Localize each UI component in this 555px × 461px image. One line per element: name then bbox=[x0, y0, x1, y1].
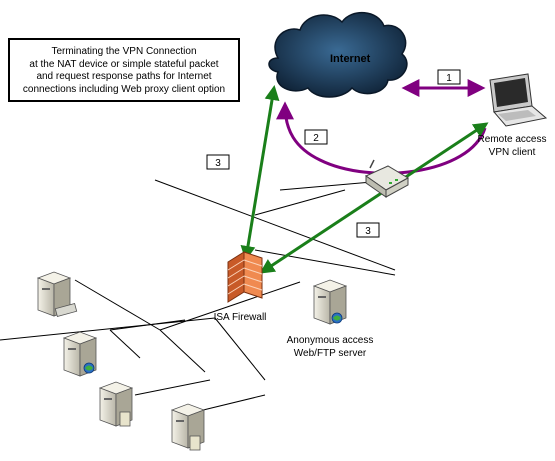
path-3-left-arrow bbox=[240, 85, 280, 261]
web-server-icon bbox=[312, 279, 348, 325]
description-line-1: Terminating the VPN Connection bbox=[51, 46, 197, 57]
svg-text:2: 2 bbox=[313, 133, 319, 144]
path-marker-2: 2 bbox=[304, 129, 328, 145]
internet-cloud: Internet bbox=[268, 12, 408, 98]
web-server-label-line2: Web/FTP server bbox=[294, 348, 367, 359]
remote-client-label-line2: VPN client bbox=[489, 147, 536, 158]
firewall-icon bbox=[227, 251, 263, 303]
path-marker-3-left: 3 bbox=[206, 154, 230, 170]
internal-server-3-icon bbox=[98, 381, 134, 427]
laptop-icon bbox=[489, 73, 548, 127]
path-marker-3-right: 3 bbox=[356, 222, 380, 238]
internal-server-2-icon bbox=[62, 331, 98, 377]
svg-text:3: 3 bbox=[365, 226, 371, 237]
path-3-right-arrow bbox=[259, 122, 489, 274]
path-marker-1: 1 bbox=[437, 69, 461, 85]
green-paths bbox=[240, 85, 489, 274]
web-server-label-line1: Anonymous access bbox=[287, 335, 374, 346]
description-line-4: connections including Web proxy client o… bbox=[22, 83, 226, 95]
description-box: Terminating the VPN Connection at the NA… bbox=[8, 38, 240, 102]
internet-label: Internet bbox=[330, 53, 371, 65]
remote-client-label-line1: Remote access bbox=[478, 134, 547, 145]
description-line-2: at the NAT device or simple stateful pac… bbox=[29, 58, 219, 70]
internal-server-4-icon bbox=[170, 403, 206, 451]
internal-server-1-icon bbox=[36, 271, 78, 317]
svg-text:1: 1 bbox=[446, 73, 452, 84]
isa-firewall-label: ISA Firewall bbox=[214, 312, 267, 323]
svg-text:3: 3 bbox=[215, 158, 221, 169]
description-line-3: and request response paths for Internet bbox=[36, 71, 212, 82]
nat-router-icon bbox=[364, 159, 410, 198]
